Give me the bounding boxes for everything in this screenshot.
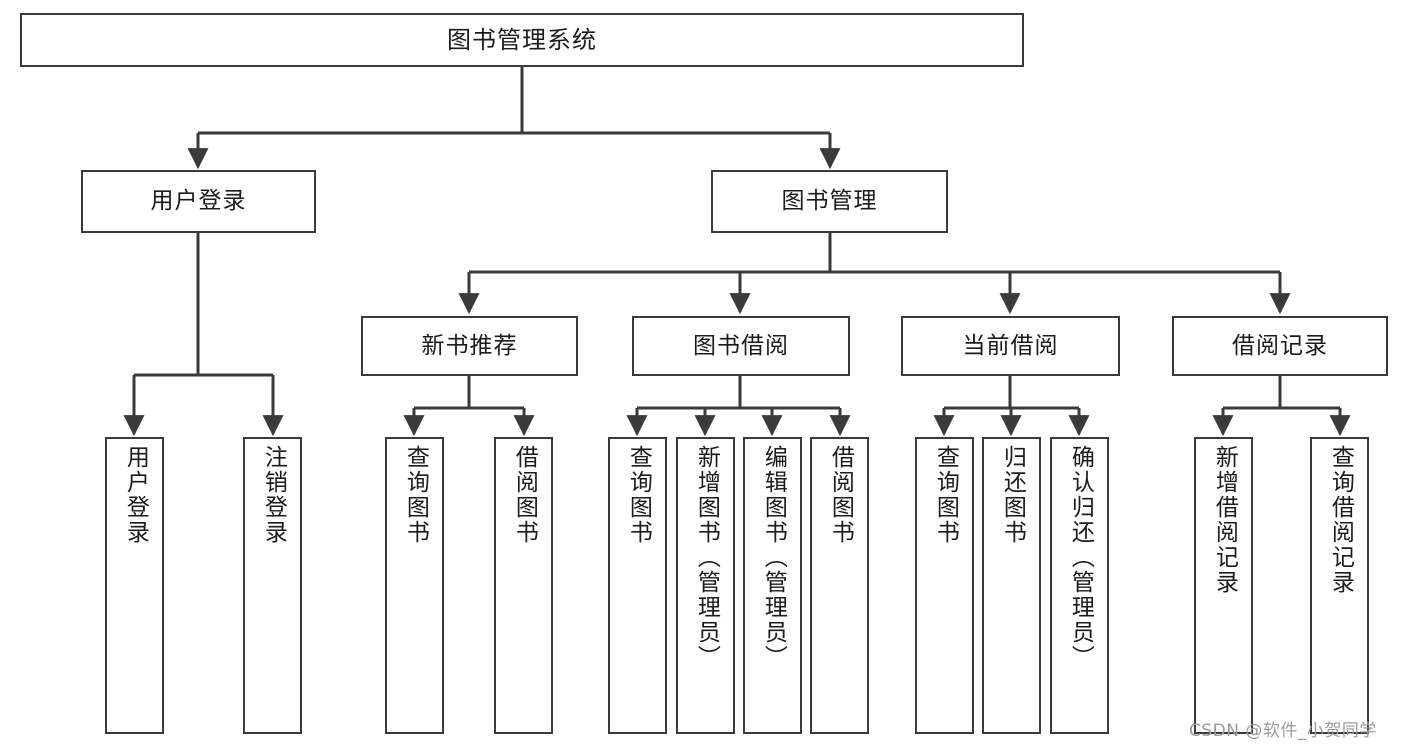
leaf-current-borrow-return[interactable]: 归还图书 — [982, 437, 1041, 734]
node-book-management[interactable]: 图书管理 — [711, 170, 948, 233]
node-label: 图书管理 — [781, 188, 878, 214]
leaf-borrow-record-add[interactable]: 新增借阅记录 — [1194, 437, 1253, 734]
node-root-system[interactable]: 图书管理系统 — [20, 13, 1024, 67]
node-label: 注销登录 — [260, 445, 287, 545]
csdn-watermark: CSDN @软件_小贺同学 — [1189, 721, 1377, 741]
leaf-user-login-login[interactable]: 用户登录 — [105, 437, 164, 734]
node-user-login[interactable]: 用户登录 — [81, 170, 316, 233]
node-label: 借阅图书 — [827, 445, 854, 545]
node-label: 用户登录 — [122, 445, 149, 545]
node-label: 新书推荐 — [421, 332, 518, 359]
leaf-current-borrow-query[interactable]: 查询图书 — [915, 437, 974, 734]
node-label: 编辑图书（管理员） — [760, 445, 787, 670]
node-label: 查询图书 — [932, 445, 959, 545]
node-book-borrow[interactable]: 图书借阅 — [632, 316, 850, 376]
leaf-borrow-record-query[interactable]: 查询借阅记录 — [1310, 437, 1369, 734]
node-label: 用户登录 — [150, 188, 247, 214]
leaf-current-borrow-confirm-return[interactable]: 确认归还（管理员） — [1050, 437, 1109, 734]
node-label: 新增图书（管理员） — [693, 445, 720, 670]
node-current-borrow[interactable]: 当前借阅 — [901, 316, 1120, 376]
leaf-user-login-logout[interactable]: 注销登录 — [243, 437, 302, 734]
leaf-book-borrow-borrow[interactable]: 借阅图书 — [810, 437, 869, 734]
node-new-book-recommend[interactable]: 新书推荐 — [361, 316, 578, 376]
leaf-book-borrow-add[interactable]: 新增图书（管理员） — [676, 437, 735, 734]
node-label: 确认归还（管理员） — [1067, 445, 1094, 670]
node-label: 借阅记录 — [1232, 332, 1328, 359]
node-label: 查询图书 — [402, 445, 429, 545]
node-label: 归还图书 — [999, 445, 1026, 545]
leaf-new-book-query[interactable]: 查询图书 — [385, 437, 444, 734]
node-borrow-record[interactable]: 借阅记录 — [1172, 316, 1388, 376]
node-label: 查询图书 — [625, 445, 652, 545]
leaf-new-book-borrow[interactable]: 借阅图书 — [494, 437, 553, 734]
node-label: 图书管理系统 — [447, 26, 597, 54]
leaf-book-borrow-edit[interactable]: 编辑图书（管理员） — [743, 437, 802, 734]
node-label: 当前借阅 — [962, 332, 1059, 359]
node-label: 图书借阅 — [693, 332, 789, 359]
leaf-book-borrow-query[interactable]: 查询图书 — [608, 437, 667, 734]
node-label: 新增借阅记录 — [1211, 445, 1238, 595]
node-label: 借阅图书 — [511, 445, 538, 545]
node-label: 查询借阅记录 — [1327, 445, 1354, 595]
